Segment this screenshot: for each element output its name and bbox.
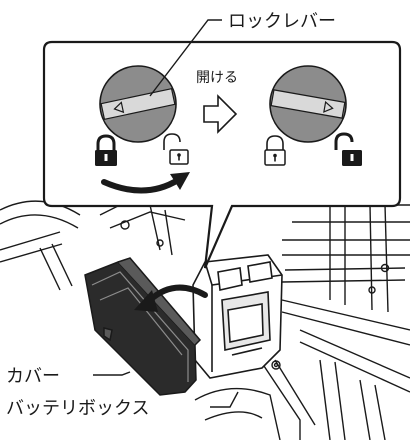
- cover-drawing: [84, 257, 202, 396]
- lock-open-icon: [163, 133, 189, 165]
- rotate-arrow-icon: [101, 172, 190, 194]
- machine-frame-drawing: [0, 199, 410, 440]
- lock-lever-label: ロックレバー: [228, 11, 336, 32]
- arrow-right-outline-icon: [203, 94, 238, 134]
- lock-closed-icon: [95, 134, 117, 166]
- battery-box-drawing: [192, 254, 283, 379]
- lock-lever-dial-locked: [99, 65, 177, 143]
- curved-arrow-icon: [134, 284, 208, 312]
- lock-closed-outline-icon: [264, 135, 286, 166]
- battery-box-label: バッテリボックス: [6, 398, 149, 419]
- open-action-label: 開ける: [196, 70, 238, 86]
- lock-open-filled-icon: [334, 132, 362, 166]
- leader-lines: [93, 19, 239, 408]
- cover-label: カバー: [6, 366, 60, 387]
- lock-lever-dial-unlocked: [269, 65, 347, 143]
